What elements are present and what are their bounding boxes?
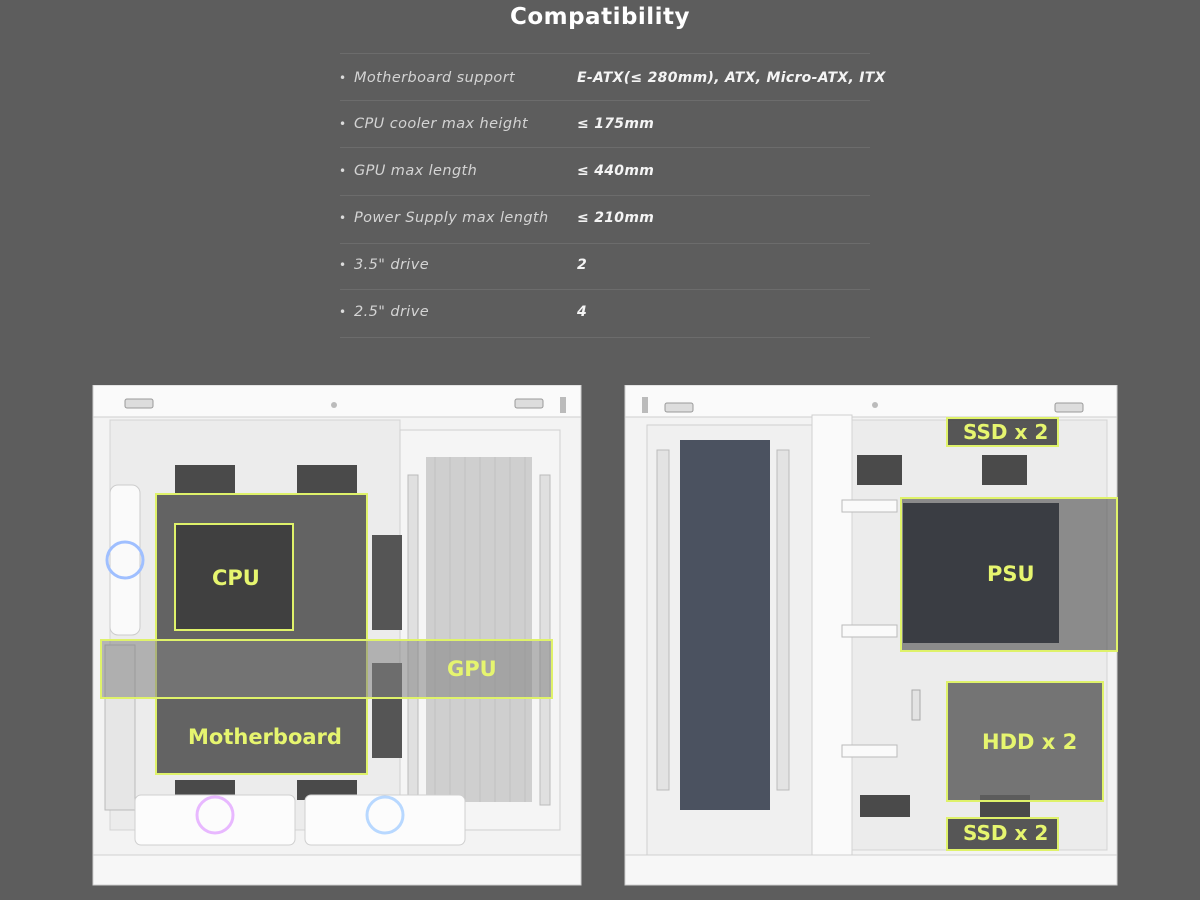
spec-divider xyxy=(340,195,870,196)
spec-label: 2.5" drive xyxy=(354,304,430,320)
spec-divider xyxy=(340,337,870,338)
spec-value: 4 xyxy=(577,304,588,320)
spec-divider xyxy=(340,243,870,244)
ssd-top-label: SSD x 2 xyxy=(963,420,1049,444)
spec-label: Motherboard support xyxy=(354,70,516,86)
bullet-icon: • xyxy=(339,117,347,131)
spec-divider xyxy=(340,100,870,101)
spec-label: CPU cooler max height xyxy=(354,116,529,132)
page-title: Compatibility xyxy=(509,4,691,30)
spec-value: ≤ 440mm xyxy=(577,163,655,179)
hdd-label: HDD x 2 xyxy=(982,730,1078,754)
gpu-label: GPU xyxy=(447,657,497,681)
spec-divider xyxy=(340,147,870,148)
spec-label: GPU max length xyxy=(354,163,478,179)
bullet-icon: • xyxy=(339,164,347,178)
spec-row: • GPU max length ≤ 440mm xyxy=(335,160,895,184)
psu-label: PSU xyxy=(987,562,1035,586)
spec-row: • 3.5" drive 2 xyxy=(335,254,895,278)
spec-label: 3.5" drive xyxy=(354,257,430,273)
spec-value: 2 xyxy=(577,257,588,273)
cpu-zone xyxy=(174,523,294,631)
gpu-zone xyxy=(100,639,553,699)
psu-block xyxy=(903,503,1059,643)
motherboard-label: Motherboard xyxy=(188,725,342,749)
ssd-bottom-zone xyxy=(946,817,1059,851)
ssd-top-zone xyxy=(946,417,1059,447)
bullet-icon: • xyxy=(339,305,347,319)
spec-row: • CPU cooler max height ≤ 175mm xyxy=(335,113,895,137)
case-rear-view: SSD x 2 PSU HDD x 2 SSD x 2 xyxy=(622,384,1120,890)
spec-row: • Power Supply max length ≤ 210mm xyxy=(335,207,895,231)
spec-row: • Motherboard support E-ATX(≤ 280mm), AT… xyxy=(335,67,895,91)
bullet-icon: • xyxy=(339,211,347,225)
cpu-label: CPU xyxy=(212,566,260,590)
ssd-bottom-label: SSD x 2 xyxy=(963,821,1049,845)
case-front-view: CPU GPU Motherboard xyxy=(90,384,585,890)
bullet-icon: • xyxy=(339,71,347,85)
spec-row: • 2.5" drive 4 xyxy=(335,301,895,325)
spec-divider xyxy=(340,289,870,290)
hdd-zone xyxy=(946,681,1104,802)
spec-value: ≤ 210mm xyxy=(577,210,655,226)
bullet-icon: • xyxy=(339,258,347,272)
spec-label: Power Supply max length xyxy=(354,210,549,226)
spec-divider xyxy=(340,53,870,54)
spec-value: ≤ 175mm xyxy=(577,116,655,132)
spec-value: E-ATX(≤ 280mm), ATX, Micro-ATX, ITX xyxy=(577,70,886,86)
